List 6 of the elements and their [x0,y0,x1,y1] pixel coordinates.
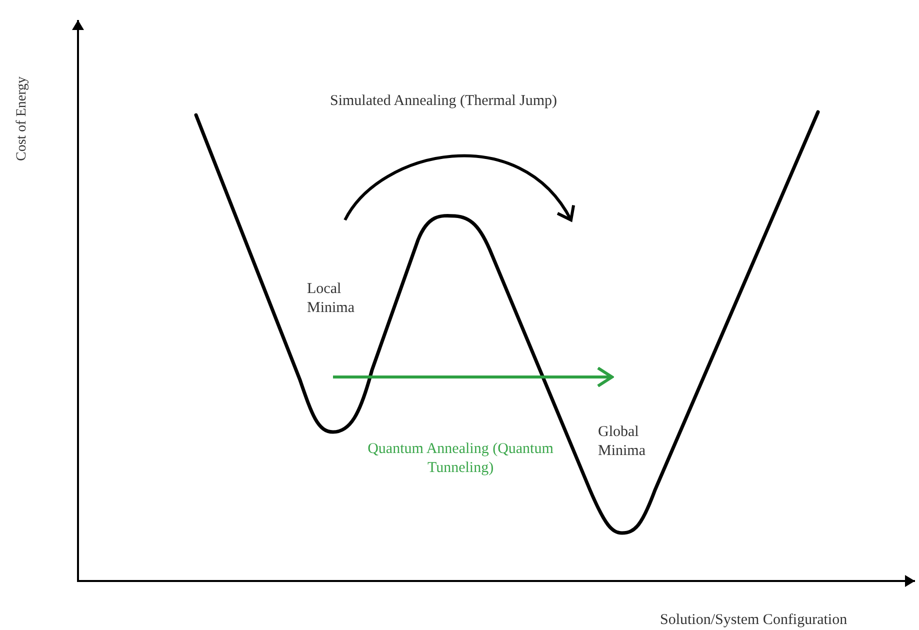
annotation-label: Quantum Annealing (Quantum Tunneling) [366,440,554,478]
annotation-label: Simulated Annealing (Thermal Jump) [330,92,558,111]
axis-title: Cost of Energy [14,76,30,161]
annotation-label: Global Minima [598,423,646,460]
annotation-label: Local Minima [307,280,356,318]
axis-title: Solution/System Configuration [660,611,848,630]
